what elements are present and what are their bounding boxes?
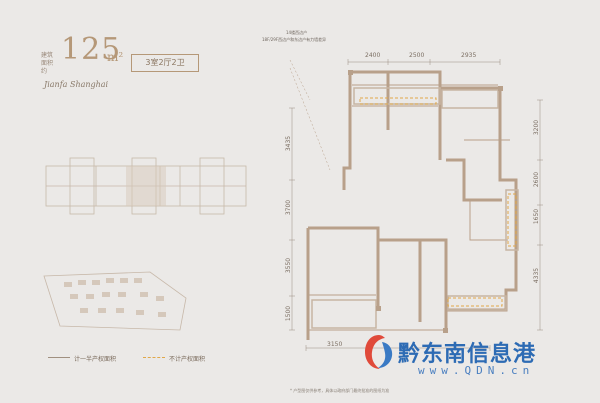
dim-bottom-1: 3150	[327, 341, 343, 348]
dim-left-1: 3435	[285, 135, 293, 152]
dim-top-3: 2935	[461, 52, 477, 59]
area-unit: m²	[107, 50, 124, 64]
dim-right-2: 2600	[533, 171, 541, 188]
dim-right-1: 3200	[533, 119, 541, 136]
dim-left-3: 3550	[285, 257, 293, 274]
dim-right-4: 4335	[533, 267, 541, 284]
layout-badge: 3室2厅2卫	[131, 54, 199, 72]
dim-right-3: 1650	[533, 208, 541, 225]
area-value: 125	[61, 32, 122, 67]
legend-included-label: 计一半产权面积	[74, 356, 117, 363]
callout-line-1: 14楼西边户	[286, 30, 308, 35]
legend-excluded-swatch	[143, 357, 165, 358]
building-keyplan	[45, 157, 247, 215]
watermark-url: www.QDN.cn	[418, 364, 535, 377]
legend-included-swatch	[48, 357, 70, 358]
brand-script: Jianfa Shanghai	[44, 80, 109, 89]
dim-left-2: 3700	[285, 199, 293, 216]
dim-top-1: 2400	[365, 52, 381, 59]
watermark-logo-icon	[365, 335, 393, 369]
area-label: 建筑面积约	[41, 52, 54, 75]
dim-left-4: 1500	[285, 305, 293, 322]
legend-excluded-label: 不计产权面积	[169, 356, 206, 363]
floor-plan	[289, 59, 543, 351]
dim-top-2: 2500	[409, 52, 425, 59]
watermark-name: 黔东南信息港	[398, 341, 537, 367]
footnote: * 户型图仅供参考，具体以政府部门最终批准的图纸为准	[290, 388, 390, 393]
site-plan	[43, 271, 187, 331]
callout-line-2: 18F/29F西边户和东边户有力墙差异	[262, 37, 327, 42]
